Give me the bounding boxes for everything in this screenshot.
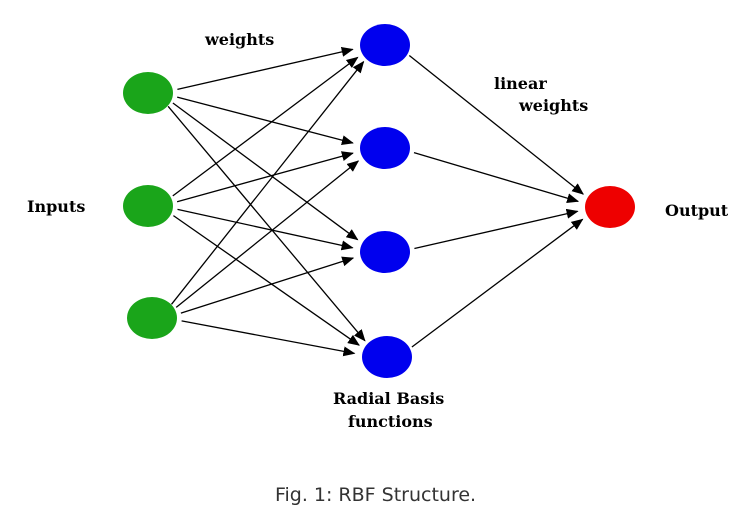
rbf-diagram: weights linear weights Inputs Output Rad… <box>27 24 729 431</box>
edge-input-3-to-hidden-1 <box>170 60 365 305</box>
input-node-1 <box>123 72 173 114</box>
edge-input-1-to-hidden-3 <box>172 102 359 241</box>
edge-hidden-3-to-output <box>414 208 579 250</box>
hidden-node-3 <box>360 231 410 273</box>
radial-basis-label-line1: Radial Basis <box>333 389 444 408</box>
output-node <box>585 186 635 228</box>
figure-caption: Fig. 1: RBF Structure. <box>274 484 477 506</box>
edge-input-3-to-hidden-2 <box>175 160 360 308</box>
edge-input-2-to-hidden-2 <box>176 151 354 203</box>
hidden-node-1 <box>360 24 410 66</box>
hidden-node-4 <box>362 336 412 378</box>
node-group <box>123 24 635 378</box>
edge-input-1-to-hidden-1 <box>177 46 354 91</box>
edge-group <box>167 46 584 357</box>
input-node-3 <box>127 297 177 339</box>
inputs-label: Inputs <box>27 197 85 216</box>
edge-input-2-to-hidden-4 <box>173 215 360 346</box>
edge-hidden-2-to-output <box>413 151 580 204</box>
edge-input-2-to-hidden-3 <box>177 208 354 251</box>
input-node-2 <box>123 185 173 227</box>
edge-input-1-to-hidden-4 <box>167 105 366 342</box>
weights-label: weights <box>204 30 274 49</box>
hidden-node-2 <box>360 127 410 169</box>
edge-hidden-4-to-output <box>411 218 584 348</box>
edge-input-1-to-hidden-2 <box>177 96 354 146</box>
linear-weights-label-line1: linear <box>494 74 547 93</box>
edge-input-3-to-hidden-3 <box>180 256 355 314</box>
output-label: Output <box>665 201 729 220</box>
edge-hidden-1-to-output <box>408 54 584 195</box>
linear-weights-label-line2: weights <box>518 96 588 115</box>
edge-input-3-to-hidden-4 <box>181 320 356 357</box>
radial-basis-label-line2: functions <box>348 412 433 431</box>
edge-input-2-to-hidden-1 <box>172 56 359 197</box>
